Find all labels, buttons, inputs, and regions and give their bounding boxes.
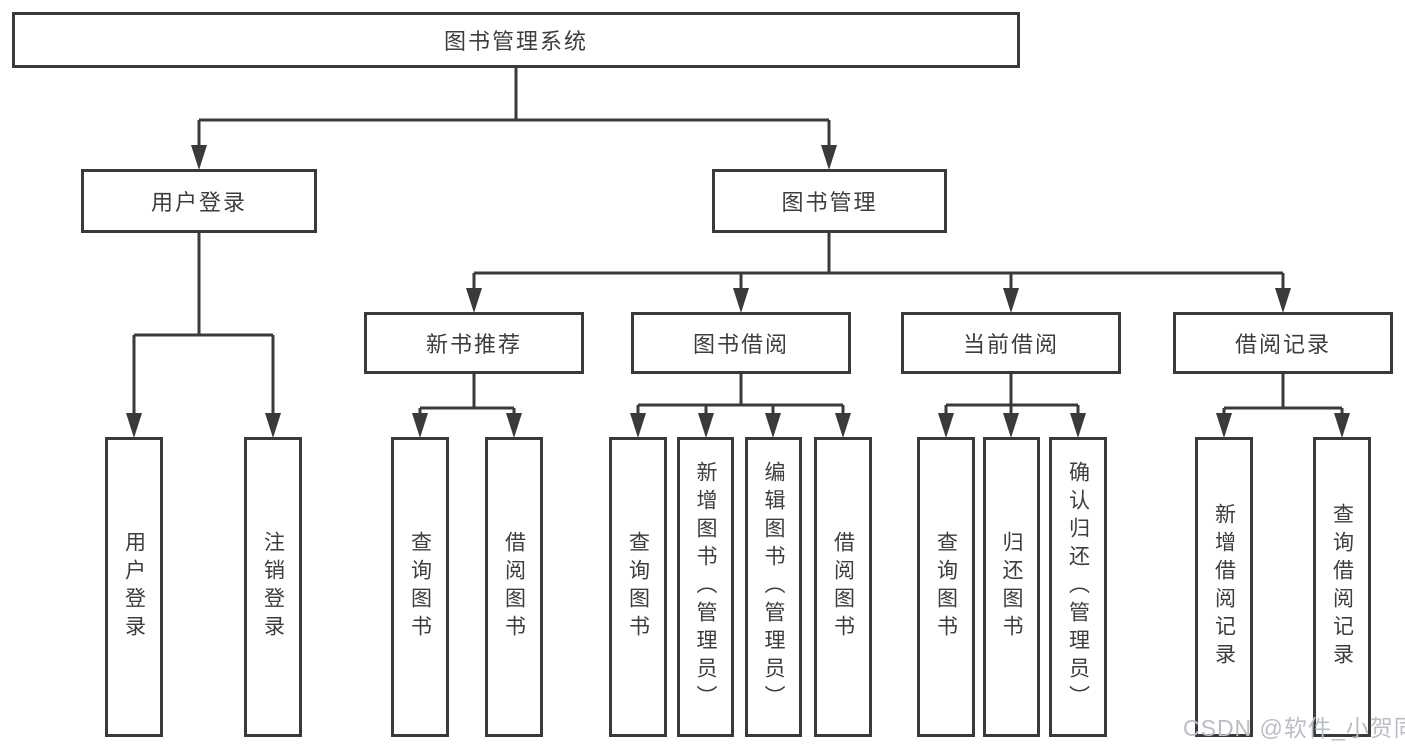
leaf-borrow-book-label: 借阅图书 [831, 531, 855, 643]
leaf-borrow-add-admin: 新增图书（管理员） [677, 437, 734, 737]
arrow-icon [1070, 413, 1086, 438]
leaf-records-add: 新增借阅记录 [1195, 437, 1253, 737]
leaf-current-confirm-admin: 确认归还（管理员） [1049, 437, 1107, 737]
arrowheads [126, 145, 1350, 438]
arrow-icon [1275, 288, 1291, 313]
arrow-icon [412, 413, 428, 438]
node-borrow-records-label: 借阅记录 [1234, 332, 1331, 357]
node-current-borrow: 当前借阅 [901, 312, 1121, 374]
node-root: 图书管理系统 [12, 12, 1020, 68]
node-book-borrow: 图书借阅 [631, 312, 851, 374]
arrow-icon [630, 413, 646, 438]
leaf-current-confirm-admin-label: 确认归还（管理员） [1066, 461, 1090, 713]
leaf-records-query-label: 查询借阅记录 [1330, 503, 1354, 671]
node-current-borrow-label: 当前借阅 [962, 332, 1059, 357]
leaf-user-login: 用户登录 [105, 437, 163, 737]
leaf-records-query: 查询借阅记录 [1313, 437, 1371, 737]
arrow-icon [938, 413, 954, 438]
leaf-user-login-label: 用户登录 [122, 531, 146, 643]
watermark: CSDN @软件_小贺同学 [1183, 715, 1405, 741]
leaf-current-return-label: 归还图书 [1000, 531, 1023, 643]
leaf-newbook-borrow-label: 借阅图书 [502, 531, 526, 643]
arrow-icon [765, 413, 781, 438]
leaf-newbook-query: 查询图书 [391, 437, 449, 737]
node-new-book-recommend: 新书推荐 [364, 312, 584, 374]
leaf-records-add-label: 新增借阅记录 [1212, 503, 1236, 671]
node-book-management: 图书管理 [712, 169, 947, 233]
leaf-borrow-query: 查询图书 [609, 437, 667, 737]
leaf-logout-label: 注销登录 [261, 531, 285, 643]
leaf-borrow-edit-admin: 编辑图书（管理员） [745, 437, 802, 737]
arrow-icon [1003, 288, 1019, 313]
leaf-current-return: 归还图书 [983, 437, 1040, 737]
connector-path [132, 68, 1344, 418]
arrow-icon [506, 413, 522, 438]
arrow-icon [821, 145, 837, 170]
arrow-icon [191, 145, 207, 170]
node-root-label: 图书管理系统 [443, 29, 588, 54]
arrow-icon [1216, 413, 1232, 438]
arrow-icon [1003, 413, 1019, 438]
leaf-borrow-edit-admin-label: 编辑图书（管理员） [762, 461, 785, 713]
leaf-logout: 注销登录 [244, 437, 302, 737]
leaf-borrow-add-admin-label: 新增图书（管理员） [694, 461, 717, 713]
arrow-icon [265, 413, 281, 438]
leaf-current-query: 查询图书 [917, 437, 975, 737]
arrow-icon [835, 413, 851, 438]
leaf-newbook-query-label: 查询图书 [408, 531, 432, 643]
leaf-current-query-label: 查询图书 [934, 531, 958, 643]
leaf-borrow-book: 借阅图书 [814, 437, 872, 737]
arrow-icon [698, 413, 714, 438]
arrow-icon [126, 413, 142, 438]
node-new-book-recommend-label: 新书推荐 [425, 332, 522, 357]
node-user-login: 用户登录 [81, 169, 317, 233]
leaf-borrow-query-label: 查询图书 [626, 531, 650, 643]
leaf-newbook-borrow: 借阅图书 [485, 437, 543, 737]
arrow-icon [733, 288, 749, 313]
node-user-login-label: 用户登录 [150, 190, 247, 215]
arrow-icon [466, 288, 482, 313]
node-borrow-records: 借阅记录 [1173, 312, 1393, 374]
arrow-icon [1334, 413, 1350, 438]
node-book-management-label: 图书管理 [781, 190, 878, 215]
node-book-borrow-label: 图书借阅 [692, 332, 789, 357]
